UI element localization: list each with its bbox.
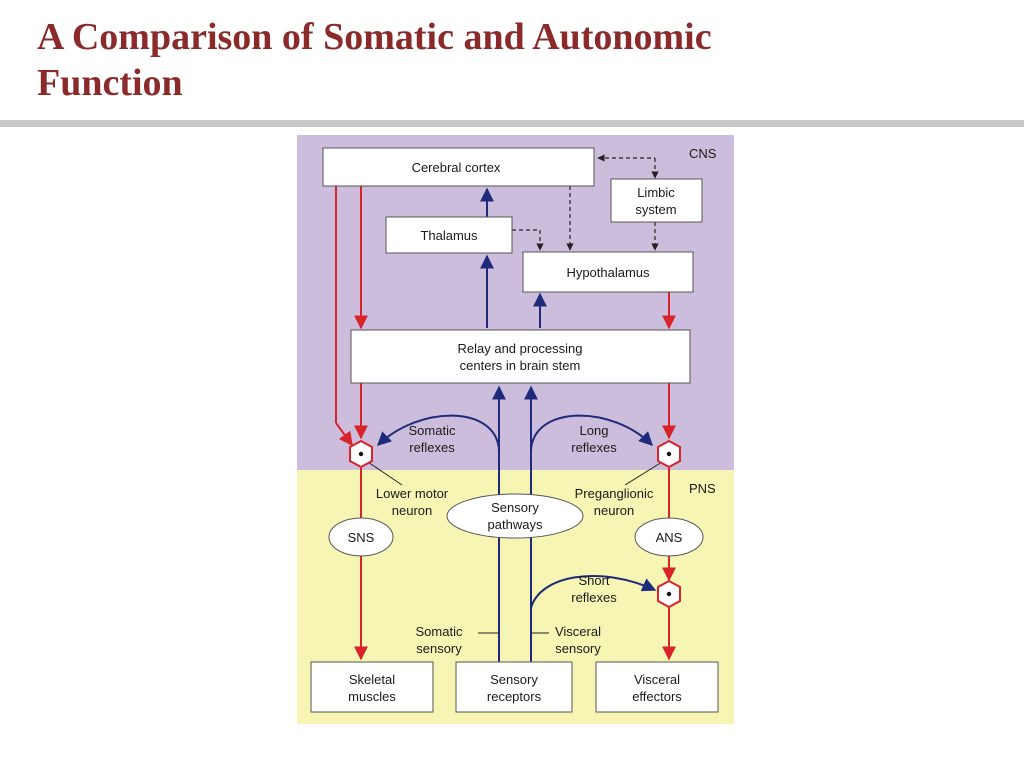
short-reflexes-label: Short reflexes xyxy=(571,573,617,605)
title-line-1: A Comparison of Somatic and Autonomic xyxy=(37,16,712,58)
svg-text:Relay and processing: Relay and processing xyxy=(457,341,582,356)
svg-text:Preganglionic: Preganglionic xyxy=(575,486,654,501)
svg-text:muscles: muscles xyxy=(348,689,396,704)
brain-stem-box: Relay and processing centers in brain st… xyxy=(350,329,691,384)
visceral-sensory-label: Visceral sensory xyxy=(555,624,601,656)
thalamus-box: Thalamus xyxy=(385,216,513,254)
motor-pathways xyxy=(335,186,676,661)
somatic-reflexes-label: Somatic reflexes xyxy=(409,423,456,455)
pns-label: PNS xyxy=(689,481,716,496)
svg-text:Sensory: Sensory xyxy=(491,500,539,515)
svg-text:sensory: sensory xyxy=(555,641,601,656)
svg-text:system: system xyxy=(635,202,676,217)
svg-text:neuron: neuron xyxy=(594,503,634,518)
svg-text:Skeletal: Skeletal xyxy=(349,672,395,687)
autonomic-ganglion-neuron-icon xyxy=(657,579,681,609)
long-reflex-arrow xyxy=(530,414,653,451)
visceral-effectors-box: Visceral effectors xyxy=(595,661,719,713)
long-reflexes-label: Long reflexes xyxy=(571,423,617,455)
cns-label: CNS xyxy=(689,146,717,161)
ans-oval: ANS xyxy=(634,517,704,557)
svg-text:Visceral: Visceral xyxy=(555,624,601,639)
title-divider xyxy=(0,120,1024,127)
svg-text:effectors: effectors xyxy=(632,689,682,704)
lower-motor-neuron-icon xyxy=(349,439,373,469)
hypothalamus-box: Hypothalamus xyxy=(522,251,694,293)
svg-text:Cerebral cortex: Cerebral cortex xyxy=(412,160,501,175)
svg-text:pathways: pathways xyxy=(488,517,543,532)
lower-motor-neuron-label: Lower motor neuron xyxy=(376,486,449,518)
svg-text:neuron: neuron xyxy=(392,503,432,518)
cerebral-cortex-box: Cerebral cortex xyxy=(322,147,595,187)
slide-title: A Comparison of Somatic and Autonomic Fu… xyxy=(37,14,937,106)
sensory-receptors-box: Sensory receptors xyxy=(455,661,573,713)
svg-text:reflexes: reflexes xyxy=(409,440,455,455)
svg-text:centers in brain stem: centers in brain stem xyxy=(460,358,581,373)
svg-text:Hypothalamus: Hypothalamus xyxy=(566,265,650,280)
limbic-system-box: Limbic system xyxy=(610,178,703,223)
svg-text:Limbic: Limbic xyxy=(637,185,675,200)
preganglionic-neuron-icon xyxy=(657,439,681,469)
svg-text:reflexes: reflexes xyxy=(571,440,617,455)
skeletal-muscles-box: Skeletal muscles xyxy=(310,661,434,713)
svg-text:SNS: SNS xyxy=(348,530,375,545)
svg-text:reflexes: reflexes xyxy=(571,590,617,605)
preganglionic-neuron-label: Preganglionic neuron xyxy=(575,486,654,518)
short-reflex-arrow xyxy=(530,575,657,609)
svg-text:Long: Long xyxy=(580,423,609,438)
title-line-2: Function xyxy=(37,62,183,104)
lower-motor-neuron-leader xyxy=(367,461,403,486)
sns-oval: SNS xyxy=(328,517,394,557)
preganglionic-neuron-leader xyxy=(624,461,663,486)
svg-text:Thalamus: Thalamus xyxy=(420,228,478,243)
leader-lines xyxy=(367,461,663,634)
somatic-sensory-label: Somatic sensory xyxy=(416,624,463,656)
svg-text:sensory: sensory xyxy=(416,641,462,656)
svg-text:ANS: ANS xyxy=(656,530,683,545)
svg-text:Somatic: Somatic xyxy=(409,423,456,438)
svg-text:Lower motor: Lower motor xyxy=(376,486,449,501)
svg-text:Visceral: Visceral xyxy=(634,672,680,687)
svg-text:receptors: receptors xyxy=(487,689,542,704)
svg-text:Short: Short xyxy=(578,573,609,588)
dashed-connectors xyxy=(512,154,659,251)
svg-text:Somatic: Somatic xyxy=(416,624,463,639)
sensory-pathways-oval: Sensory pathways xyxy=(446,493,584,539)
cortex-to-somatic-neuron-arrow-tip xyxy=(335,422,353,447)
somatic-reflex-arrow xyxy=(376,414,500,451)
svg-text:Sensory: Sensory xyxy=(490,672,538,687)
